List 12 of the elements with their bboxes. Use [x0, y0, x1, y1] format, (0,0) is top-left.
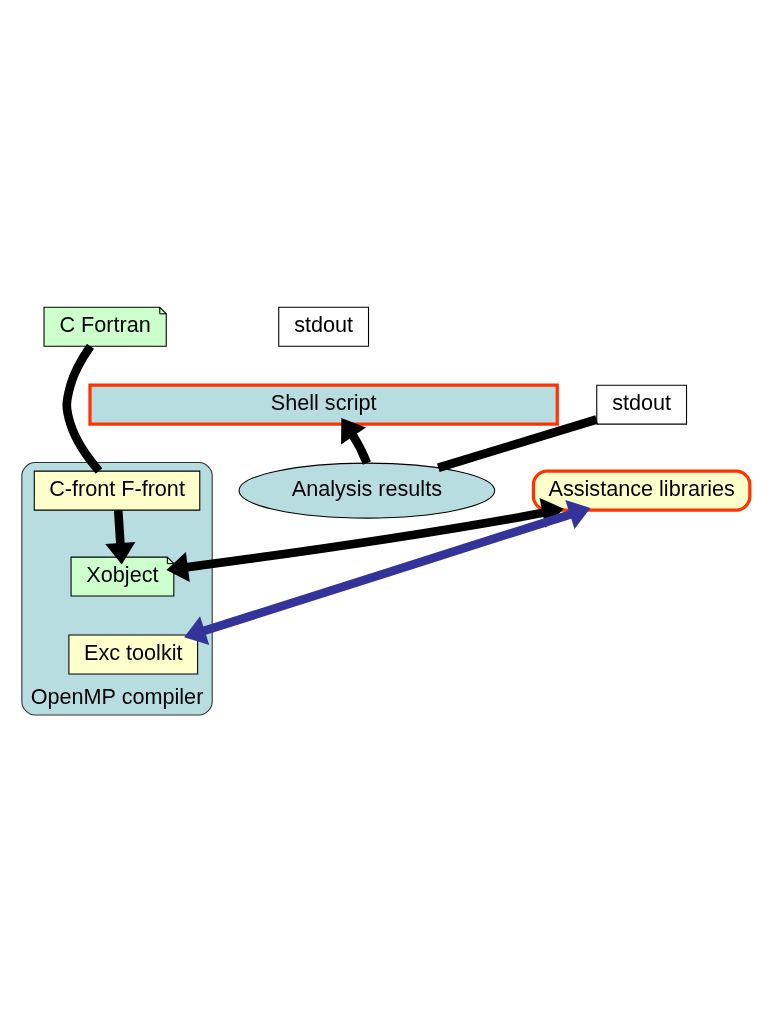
arrow [184, 499, 591, 645]
node-ellipse: Analysis results [238, 462, 496, 519]
connector [62, 343, 103, 474]
connector [437, 414, 598, 472]
node-box: stdout [278, 306, 370, 347]
node-box: Exc toolkit [68, 633, 199, 674]
arrow [341, 417, 371, 465]
node-box: C-front F-front [33, 470, 201, 511]
node-box: Assistance libraries [531, 469, 752, 512]
node-box: Shell script [88, 383, 559, 426]
arrow [105, 509, 136, 564]
node-box: stdout [596, 384, 688, 425]
